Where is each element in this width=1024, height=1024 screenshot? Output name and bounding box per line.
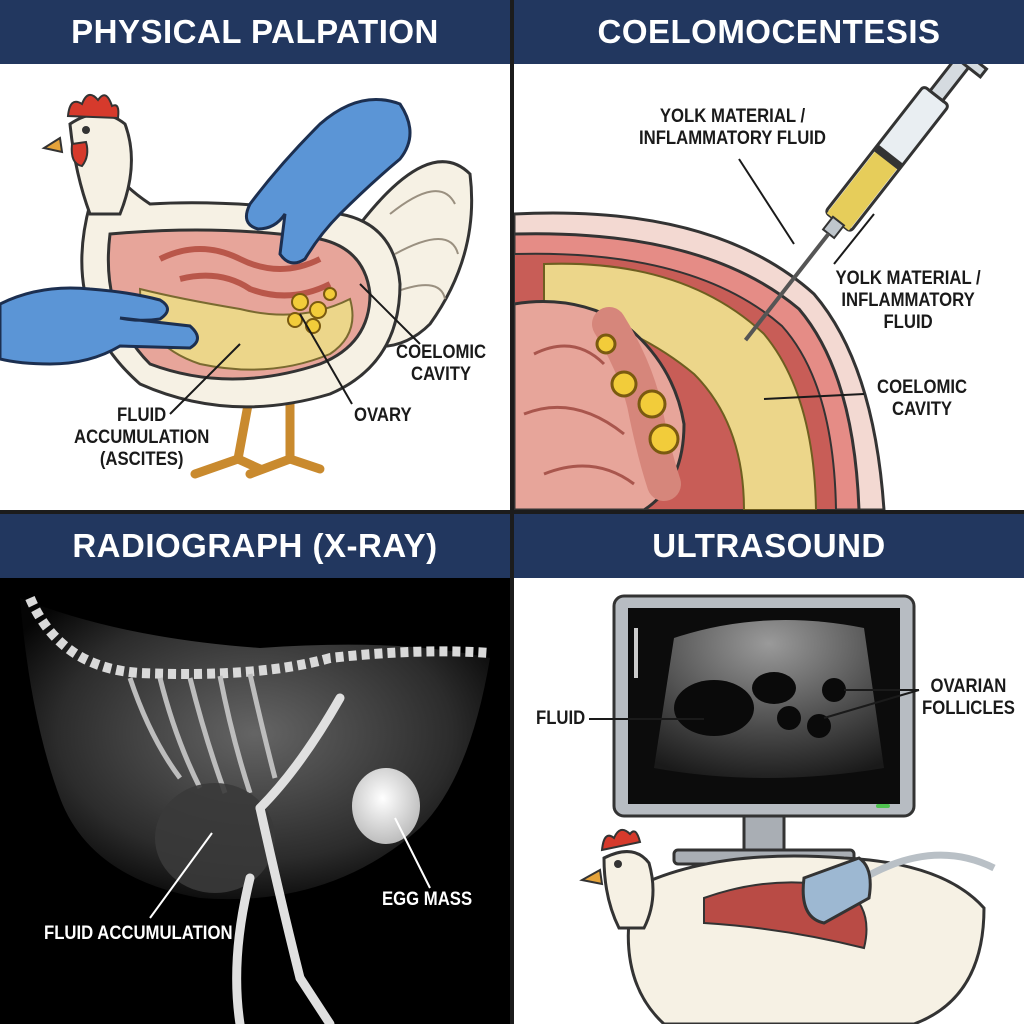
leader-lines [149, 817, 431, 919]
panel-ultrasound: ULTRASOUND [514, 514, 1024, 1024]
label-coelomic-cavity: COELOMIC CAVITY [396, 342, 487, 385]
label-yolk-material-top: YOLK MATERIAL / INFLAMMATORY FLUID [639, 106, 826, 149]
ovarian-follicles [595, 333, 680, 455]
xray-ribs [127, 673, 278, 794]
yolk-fluid-layer [543, 262, 818, 510]
coelomocentesis-illustration [514, 64, 989, 510]
ultrasound-probe-icon [801, 851, 996, 925]
hen-eye [82, 126, 90, 134]
leader-lines [589, 689, 920, 720]
panel-title: RADIOGRAPH (X-RAY) [0, 514, 510, 578]
label-ovary: OVARY [354, 405, 412, 426]
xray-image [0, 578, 510, 1024]
label-yolk-material-right: YOLK MATERIAL / INFLAMMATORY FLUID [835, 268, 981, 333]
panel-radiograph: RADIOGRAPH (X-RAY) [0, 514, 510, 1024]
panel-title: PHYSICAL PALPATION [0, 0, 510, 64]
label-egg-mass: EGG MASS [382, 889, 473, 910]
xray-egg-mass [352, 768, 420, 844]
hen-wattle [70, 140, 89, 168]
label-fluid-accumulation: FLUID ACCUMULATION [44, 923, 233, 944]
fluid-accumulation-area [138, 287, 354, 371]
hen-beak [41, 136, 64, 154]
intestine-loops [158, 246, 332, 299]
panel-title: ULTRASOUND [514, 514, 1024, 578]
panel-coelomocentesis: COELOMOCENTESIS [514, 0, 1024, 510]
xray-fluid-shadow [155, 783, 275, 893]
xray-spine [25, 596, 491, 679]
label-fluid-accumulation: FLUID ACCUMULATION (ASCITES) [74, 405, 210, 470]
ultrasound-fluid-pockets [674, 672, 846, 738]
label-ovarian-follicles: OVARIAN FOLLICLES [922, 676, 1015, 719]
panel-physical-palpation: PHYSICAL PALPATION [0, 0, 510, 510]
palpation-illustration [0, 93, 474, 479]
hen-comb [66, 93, 120, 120]
ultrasound-illustration [579, 594, 996, 1024]
label-coelomic-cavity: COELOMIC CAVITY [877, 377, 968, 420]
ultrasound-monitor-icon [612, 594, 916, 866]
syringe-icon [743, 64, 989, 342]
gloved-hand-top [244, 98, 412, 265]
gloved-hand-left [0, 286, 199, 366]
label-fluid: FLUID [536, 708, 586, 729]
panel-title: COELOMOCENTESIS [514, 0, 1024, 64]
leader-lines [169, 283, 421, 415]
hen-illustration [579, 828, 986, 1024]
hen-legs [190, 389, 325, 479]
xray-leg-bones [232, 693, 345, 1024]
leader-lines [738, 158, 875, 400]
